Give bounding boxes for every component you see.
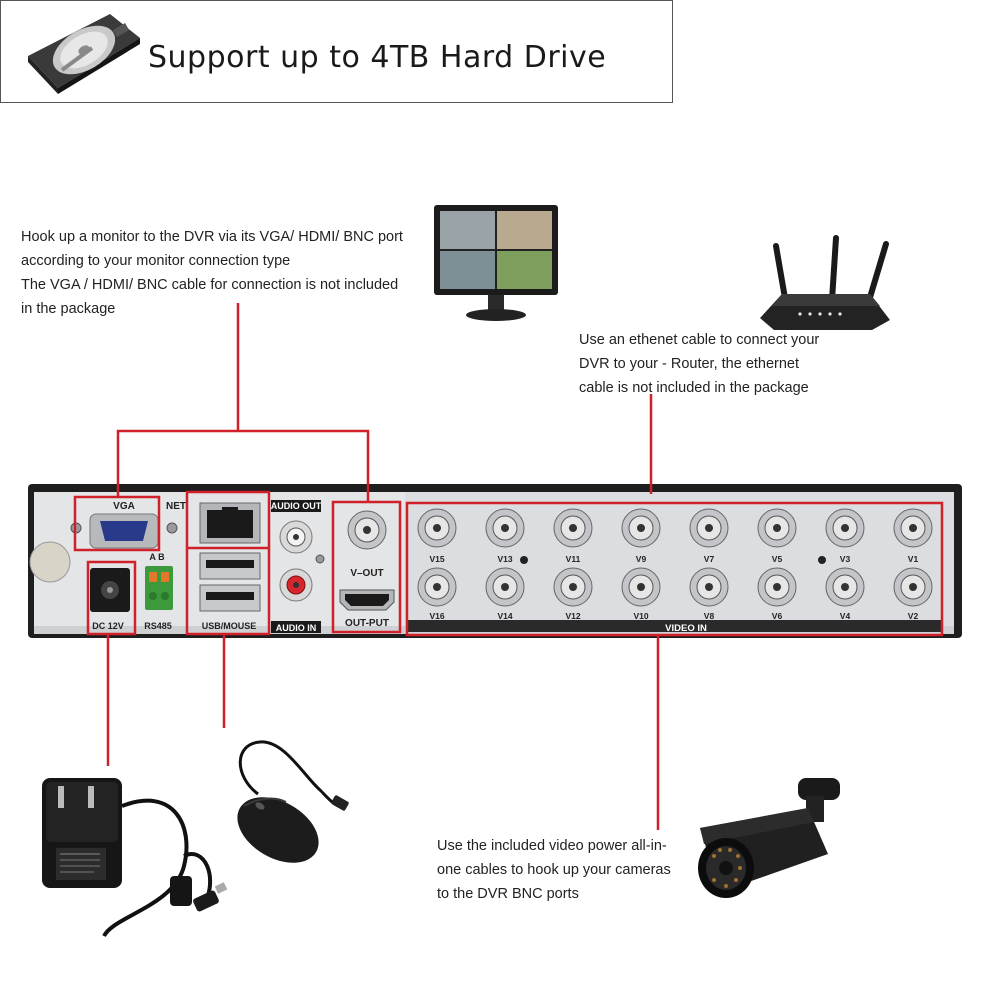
bnc-port-v11[interactable] — [553, 508, 593, 548]
power-adapter-icon — [42, 778, 228, 938]
audio-in-port[interactable] — [279, 568, 313, 602]
v-out-label: V–OUT — [350, 568, 383, 579]
bnc-label-v5: V5 — [772, 554, 783, 564]
video-in-callout — [405, 501, 944, 637]
audio-out-label: AUDIO OUT — [271, 501, 322, 511]
bnc-port-v8[interactable] — [689, 567, 729, 607]
bnc-label-v16: V16 — [429, 611, 444, 621]
bnc-port-v14[interactable] — [485, 567, 525, 607]
router-note: Use an ethenet cable to connect your DVR… — [579, 328, 819, 400]
router-icon — [760, 235, 890, 330]
bnc-label-v13: V13 — [497, 554, 512, 564]
dc-power-jack[interactable] — [90, 568, 130, 612]
note-line: one cables to hook up your cameras — [437, 862, 671, 878]
v-out-bnc-port[interactable] — [347, 510, 387, 550]
dc-label: DC 12V — [92, 621, 124, 631]
bnc-label-v12: V12 — [565, 611, 580, 621]
bnc-port-v9[interactable] — [621, 508, 661, 548]
audio-out-port[interactable] — [279, 520, 313, 554]
net-usb-callout — [185, 490, 271, 636]
callout-frames — [73, 490, 944, 637]
bnc-label-v1: V1 — [908, 554, 919, 564]
usb-port-bottom[interactable] — [199, 584, 261, 612]
bnc-port-v15[interactable] — [417, 508, 457, 548]
hdmi-port[interactable] — [339, 589, 395, 611]
bnc-label-v14: V14 — [497, 611, 512, 621]
dc-callout — [86, 560, 137, 636]
bnc-label-v10: V10 — [633, 611, 648, 621]
audio-in-label: AUDIO IN — [276, 623, 317, 633]
bnc-label-v8: V8 — [704, 611, 715, 621]
banner-title: Support up to 4TB Hard Drive — [148, 40, 607, 75]
bnc-port-v7[interactable] — [689, 508, 729, 548]
mouse-icon — [237, 740, 349, 863]
bnc-port-v3[interactable] — [825, 508, 865, 548]
camera-note: Use the included video power all-in- one… — [437, 834, 671, 906]
callout-lines — [106, 303, 660, 830]
usb-mouse-label: USB/MOUSE — [202, 621, 257, 631]
note-line: Use an ethenet cable to connect your — [579, 332, 820, 348]
bnc-label-v11: V11 — [566, 554, 581, 564]
monitor-icon — [434, 205, 558, 321]
usb-port-top[interactable] — [199, 552, 261, 580]
bnc-port-v12[interactable] — [553, 567, 593, 607]
note-line: Hook up a monitor to the DVR via its VGA… — [21, 229, 403, 245]
ethernet-port[interactable] — [199, 502, 261, 544]
output-callout — [331, 500, 402, 634]
bnc-port-v10[interactable] — [621, 567, 661, 607]
vga-label: VGA — [113, 501, 135, 512]
bnc-port-v13[interactable] — [485, 508, 525, 548]
qc-sticker — [29, 541, 71, 583]
note-line: in the package — [21, 301, 116, 317]
note-line: The VGA / HDMI/ BNC cable for connection… — [21, 277, 399, 293]
bnc-port-v6[interactable] — [757, 567, 797, 607]
bnc-label-v15: V15 — [429, 554, 444, 564]
bnc-label-v6: V6 — [772, 611, 783, 621]
banner: Support up to 4TB Hard Drive — [0, 0, 673, 103]
bnc-port-v16[interactable] — [417, 567, 457, 607]
note-line: DVR to your - Router, the ethernet — [579, 356, 800, 372]
note-line: according to your monitor connection typ… — [21, 253, 291, 269]
camera-icon — [698, 778, 840, 898]
bnc-label-v9: V9 — [636, 554, 647, 564]
rs485-label: RS485 — [144, 621, 172, 631]
rs485-terminal[interactable] — [145, 566, 173, 610]
video-in-label: VIDEO IN — [665, 623, 707, 634]
bnc-port-v1[interactable] — [893, 508, 933, 548]
note-line: Use the included video power all-in- — [437, 838, 667, 854]
out-put-label: OUT-PUT — [345, 618, 389, 629]
hard-drive-icon — [28, 14, 140, 94]
bnc-label-v4: V4 — [840, 611, 851, 621]
note-line: cable is not included in the package — [579, 380, 809, 396]
bnc-label-v3: V3 — [840, 554, 851, 564]
bnc-label-v2: V2 — [908, 611, 919, 621]
net-label: NET — [166, 501, 186, 512]
monitor-note: Hook up a monitor to the DVR via its VGA… — [21, 225, 403, 321]
vga-port[interactable] — [89, 513, 159, 549]
bnc-label-v7: V7 — [704, 554, 715, 564]
bnc-port-v4[interactable] — [825, 567, 865, 607]
note-line: to the DVR BNC ports — [437, 886, 579, 902]
rs485-ab-label: A B — [149, 552, 165, 562]
bnc-port-v2[interactable] — [893, 567, 933, 607]
bnc-port-v5[interactable] — [757, 508, 797, 548]
